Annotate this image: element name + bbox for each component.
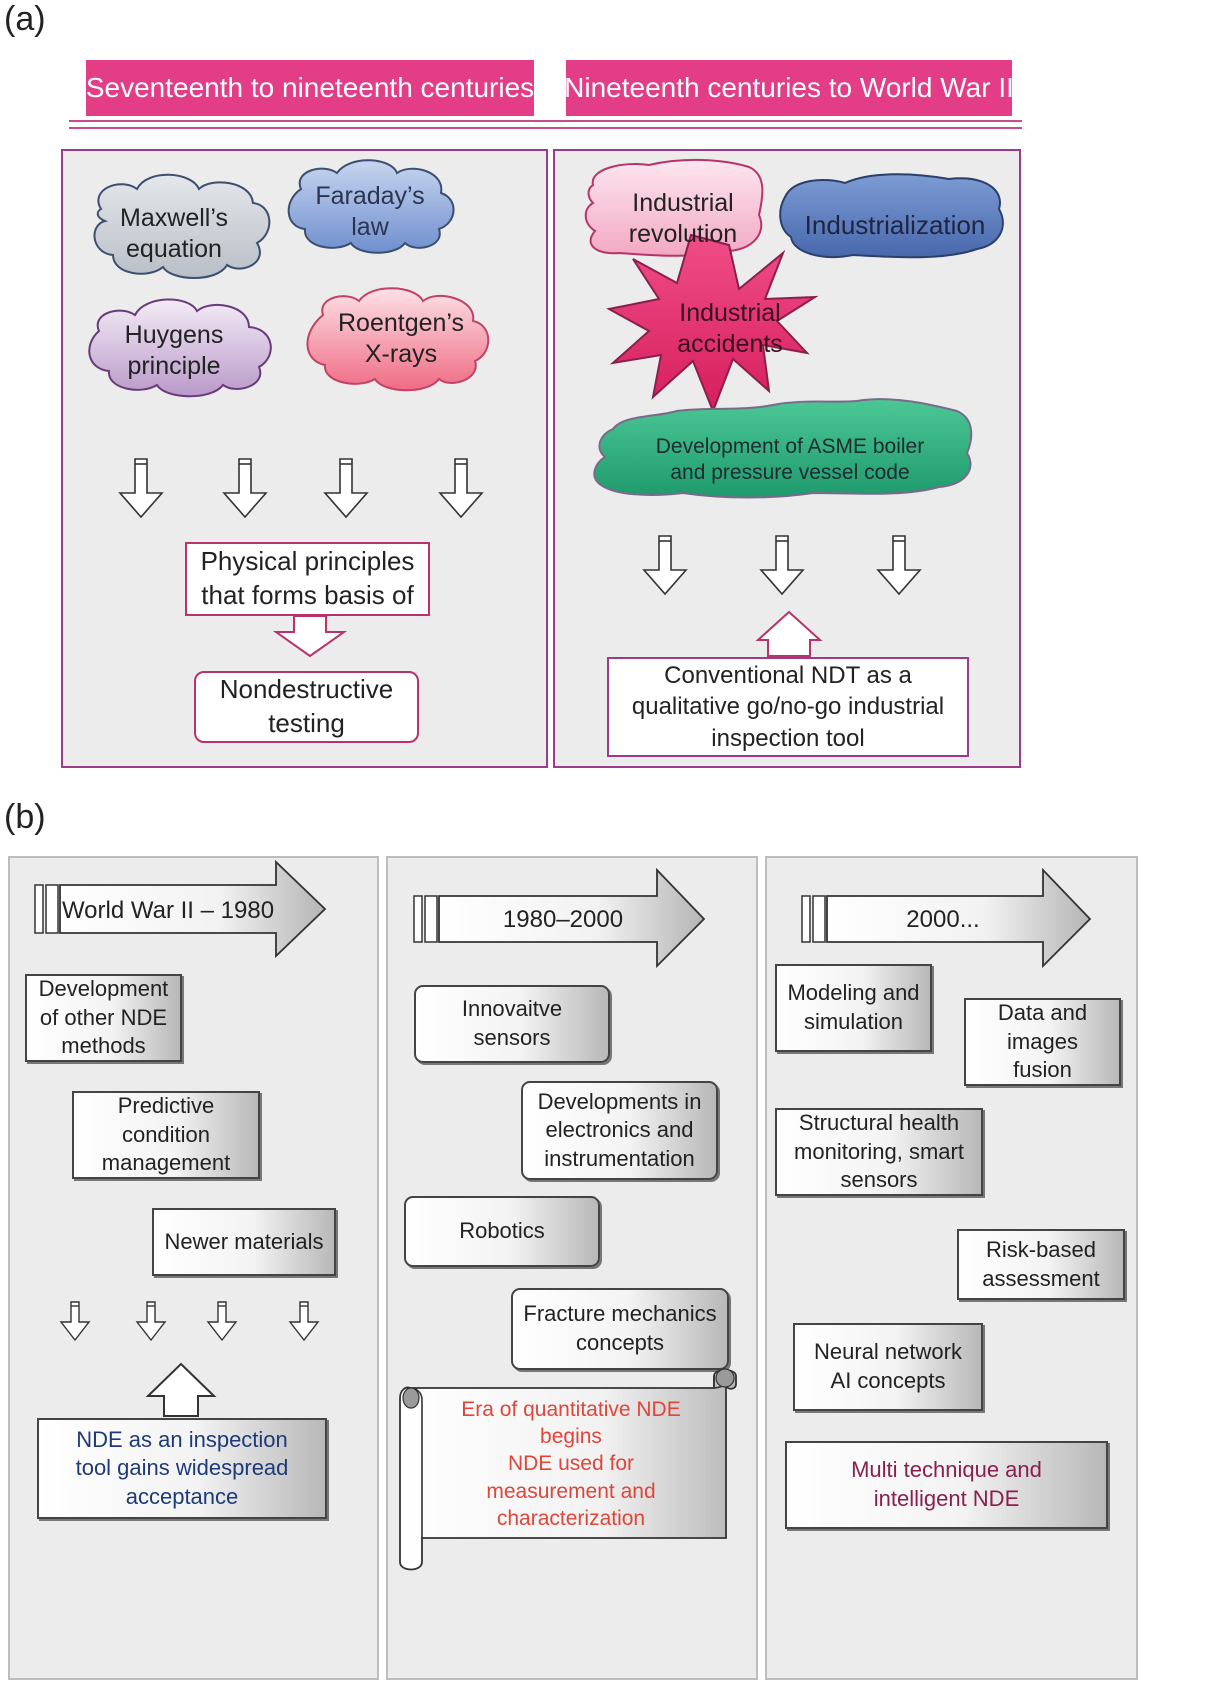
physical-to-ndt-arrow: [272, 615, 348, 658]
quantitative-scroll: [399, 1368, 737, 1571]
robotics-box: Robotics: [404, 1196, 600, 1267]
newer-materials-box: Newer materials: [152, 1208, 336, 1276]
huygens-cloud: [88, 298, 272, 398]
left-clouds: [88, 159, 490, 398]
right-arrows: [642, 535, 921, 657]
left-down-arrows: [118, 458, 483, 519]
col2-arrow-title: 1980–2000: [502, 906, 624, 933]
accidents-star: [606, 233, 819, 414]
industrialization-cloud: [779, 173, 1004, 259]
faraday-cloud: [287, 159, 455, 254]
asme-cloud: [593, 398, 973, 499]
industrialization-text: Industrialization: [804, 209, 986, 240]
header-left: Seventeenth to nineteenth centuries: [86, 60, 534, 116]
col1-arrow-title: World War II – 1980: [61, 897, 275, 924]
era-arrows: [34, 859, 1092, 969]
right-shapes: [584, 158, 1004, 499]
roentgen-cloud: [306, 287, 490, 392]
col1-down-arrows: [59, 1301, 319, 1417]
part-a-label: (a): [4, 0, 46, 38]
col3-arrow-title: 2000...: [906, 906, 980, 933]
maxwell-cloud: [93, 173, 271, 279]
part-b-label: (b): [4, 798, 46, 836]
header-divider: [69, 120, 1022, 129]
header-right: Nineteenth centuries to World War II: [564, 60, 1014, 116]
